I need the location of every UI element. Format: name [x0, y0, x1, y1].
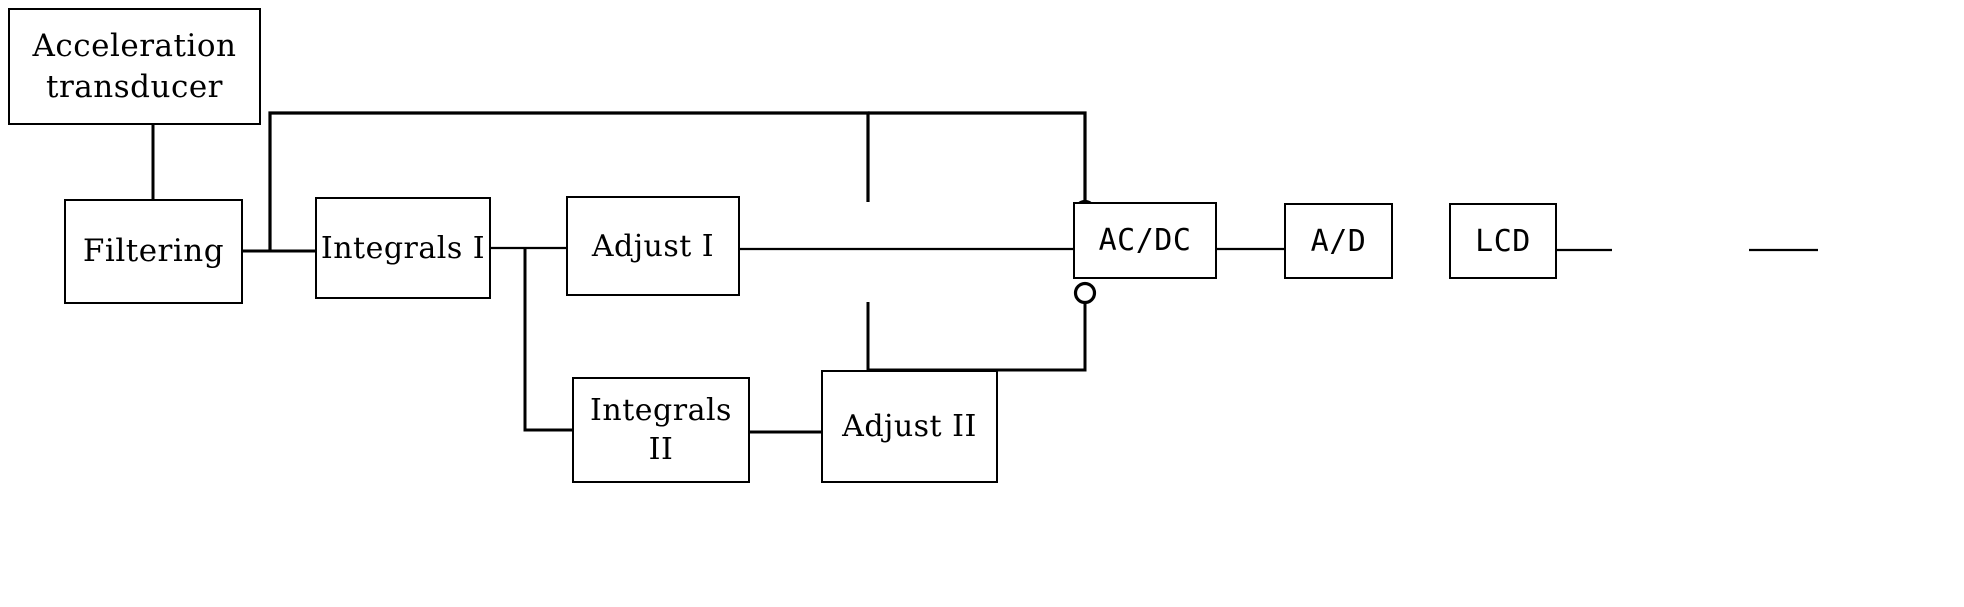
node-adjust-2[interactable]: Adjust II [821, 370, 998, 483]
node-ad[interactable]: A/D [1284, 203, 1393, 279]
node-adjust-1[interactable]: Adjust I [566, 196, 740, 296]
node-integrals-2-label: Integrals II [590, 393, 732, 467]
edge-filtering-bypass-to-switch [268, 111, 870, 251]
node-ad-label: A/D [1310, 223, 1367, 259]
node-adjust-1-label: Adjust I [591, 228, 715, 264]
node-integrals-2[interactable]: Integrals II [572, 377, 750, 483]
node-filtering-label: Filtering [82, 233, 225, 270]
node-acceleration-transducer[interactable]: Acceleration transducer [8, 8, 261, 125]
node-acdc[interactable]: AC/DC [1073, 202, 1217, 279]
node-integrals-1[interactable]: Integrals I [315, 197, 491, 299]
node-acceleration-transducer-label: Acceleration transducer [32, 28, 237, 105]
node-acdc-label: AC/DC [1098, 223, 1192, 258]
node-lcd[interactable]: LCD [1449, 203, 1557, 279]
edge-adjust2-to-bottom-terminal [868, 302, 1087, 372]
edge-integrals1-to-integrals2 [523, 248, 572, 432]
node-lcd-label: LCD [1475, 223, 1531, 259]
switch-terminal-bottom[interactable] [1073, 281, 1097, 305]
node-integrals-1-label: Integrals I [320, 230, 486, 266]
node-adjust-2-label: Adjust II [842, 409, 977, 444]
edge-bypass-to-switch-terminal [868, 111, 1087, 202]
node-filtering[interactable]: Filtering [64, 199, 243, 304]
